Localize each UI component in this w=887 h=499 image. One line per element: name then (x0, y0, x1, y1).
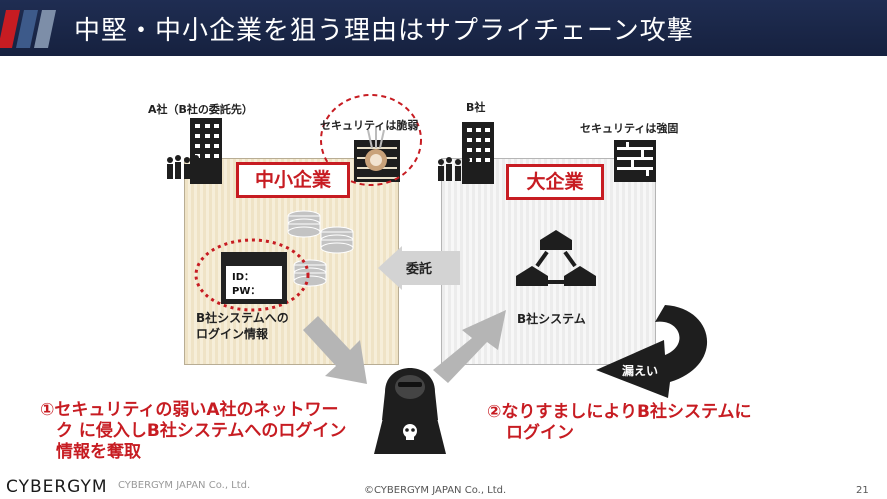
strong-security-label: セキュリティは強固 (580, 122, 679, 135)
title-bar: 中堅・中小企業を狙う理由はサプライチェーン攻撃 (0, 0, 887, 56)
id-field-label: ID： (232, 272, 255, 283)
login-info-label-2: ログイン情報 (196, 327, 269, 341)
leak-arrow-icon (596, 305, 708, 398)
itaku-box (400, 251, 460, 285)
system-network-icon (516, 230, 596, 286)
itaku-arrow-icon (378, 246, 402, 290)
impersonation-arrow-icon (433, 310, 506, 383)
step2-line1: ②なりすましによりB社システムに (487, 402, 752, 422)
step1-line3: 情報を奪取 (56, 442, 141, 462)
hacker-icon (374, 368, 446, 454)
b-system-label: B社システム (517, 312, 586, 326)
weak-firewall-icon (354, 127, 400, 182)
step1-line2: ク に侵入しB社システムへのログイン (56, 421, 347, 441)
footer-logo-ghost: CYBERGYM JAPAN Co., Ltd. (118, 480, 251, 491)
footer-logo: CYBERGYM (6, 477, 108, 497)
company-a-label: A社（B社の委託先） (148, 103, 253, 116)
weak-security-label: セキュリティは脆弱 (320, 119, 419, 132)
weak-highlight-circle (320, 94, 422, 186)
company-b-label: B社 (466, 101, 486, 114)
step2-line2: ログイン (506, 423, 574, 443)
footer-copyright: ©CYBERGYM JAPAN Co., Ltd. (364, 485, 507, 496)
logo-stripes-icon (0, 10, 56, 48)
page-number: 21 (856, 485, 869, 496)
database-icon (287, 210, 354, 287)
employees-b-icon (438, 157, 470, 181)
step1-line1: ①セキュリティの弱いA社のネットワー (40, 400, 339, 420)
employees-a-icon (167, 155, 199, 179)
login-highlight-circle (194, 238, 310, 312)
itaku-label: 委託 (406, 262, 433, 277)
login-info-label-1: B社システムへの (196, 311, 289, 325)
leak-label: 漏えい (622, 364, 659, 378)
page-title: 中堅・中小企業を狙う理由はサプライチェーン攻撃 (74, 16, 694, 46)
smb-company-box (184, 158, 399, 365)
login-window-icon: ID： PW： (221, 252, 287, 304)
attack-arrow-icon (303, 316, 367, 384)
pw-field-label: PW： (232, 286, 261, 297)
large-company-tag: 大企業 (506, 164, 604, 200)
strong-firewall-icon (614, 140, 656, 182)
smb-tag: 中小企業 (236, 162, 350, 198)
